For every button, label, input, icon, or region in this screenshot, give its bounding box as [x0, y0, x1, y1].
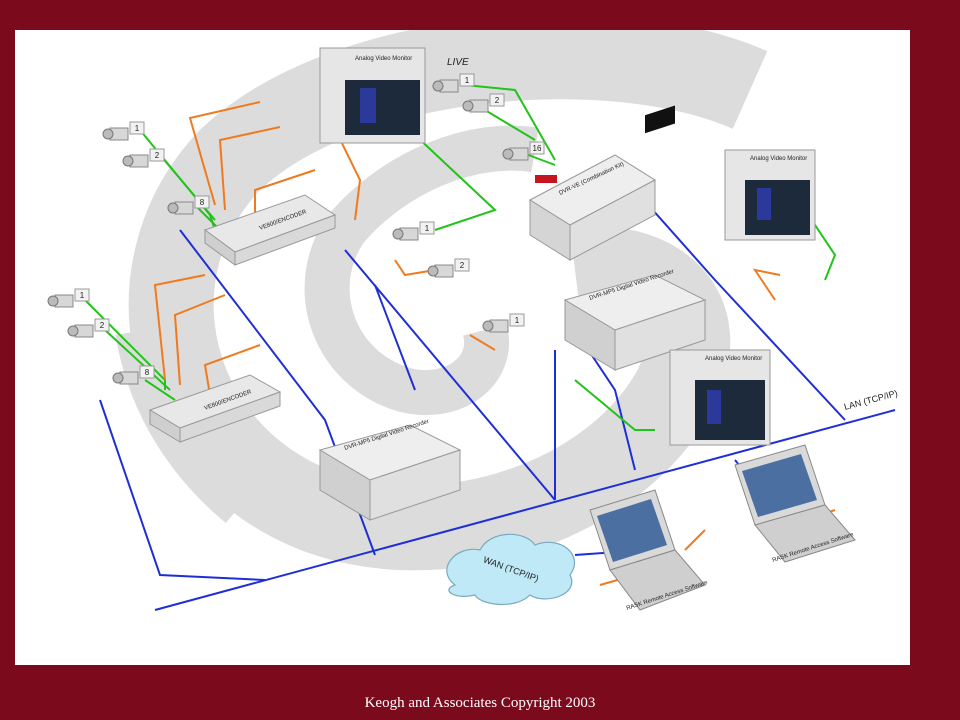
camera-number: 2: [155, 151, 160, 160]
encoder-top: VE800/ENCODER: [203, 194, 337, 266]
camera-number: 8: [200, 198, 205, 207]
camera-icon: 1: [482, 313, 525, 333]
camera-number: 16: [533, 144, 542, 153]
monitor-right: Analog Video Monitor: [724, 149, 816, 241]
network-diagram: WAN (TCP/IP) VE800/ENCODER VE800/ENCODER…: [47, 30, 899, 612]
monitor-right-label: Analog Video Monitor: [750, 156, 807, 162]
camera-icon: 1: [392, 221, 435, 241]
camera-icon: 2: [462, 93, 505, 113]
monitor-top: Analog Video Monitor: [319, 47, 426, 144]
lan-label: LAN (TCP/IP): [843, 388, 899, 412]
diagram-panel: WAN (TCP/IP) VE800/ENCODER VE800/ENCODER…: [15, 30, 910, 665]
dvr-top: DVR-VE (Combination Kit): [528, 154, 657, 261]
camera-icon: 16: [502, 141, 545, 161]
camera-icon: 2: [67, 318, 110, 338]
camera-number: 1: [425, 224, 430, 233]
monitor-bottom: Analog Video Monitor: [669, 349, 771, 446]
dvr-bottom: DVR-MP5 Digital Video Recorder: [318, 419, 462, 521]
camera-number: 1: [515, 316, 520, 325]
camera-icon: 8: [112, 365, 155, 385]
camera-number: 2: [100, 321, 105, 330]
wan-cloud: WAN (TCP/IP): [446, 533, 576, 606]
laptop-right: RASK Remote Access Software: [734, 444, 856, 564]
camera-icon: 1: [102, 121, 145, 141]
monitor-top-label: Analog Video Monitor: [355, 56, 412, 62]
encoder-bottom: VE800/ENCODER: [148, 374, 282, 443]
camera-number: 1: [135, 124, 140, 133]
monitor-bottom-label: Analog Video Monitor: [705, 356, 762, 362]
camera-icon: 8: [167, 195, 210, 215]
camera-number: 2: [495, 96, 500, 105]
dvr-middle: DVR-MP5 Digital Video Recorder: [563, 105, 707, 371]
camera-number: 1: [80, 291, 85, 300]
camera-icon: 2: [122, 148, 165, 168]
laptop-left: RASK Remote Access Software: [589, 489, 709, 612]
camera-number: 2: [460, 261, 465, 270]
live-label: LIVE: [447, 57, 469, 68]
camera-icon: 1: [432, 73, 475, 93]
camera-icon: 1: [47, 288, 90, 308]
camera-icon: 2: [427, 258, 470, 278]
camera-number: 1: [465, 76, 470, 85]
camera-number: 8: [145, 368, 150, 377]
copyright-caption: Keogh and Associates Copyright 2003: [364, 695, 596, 711]
